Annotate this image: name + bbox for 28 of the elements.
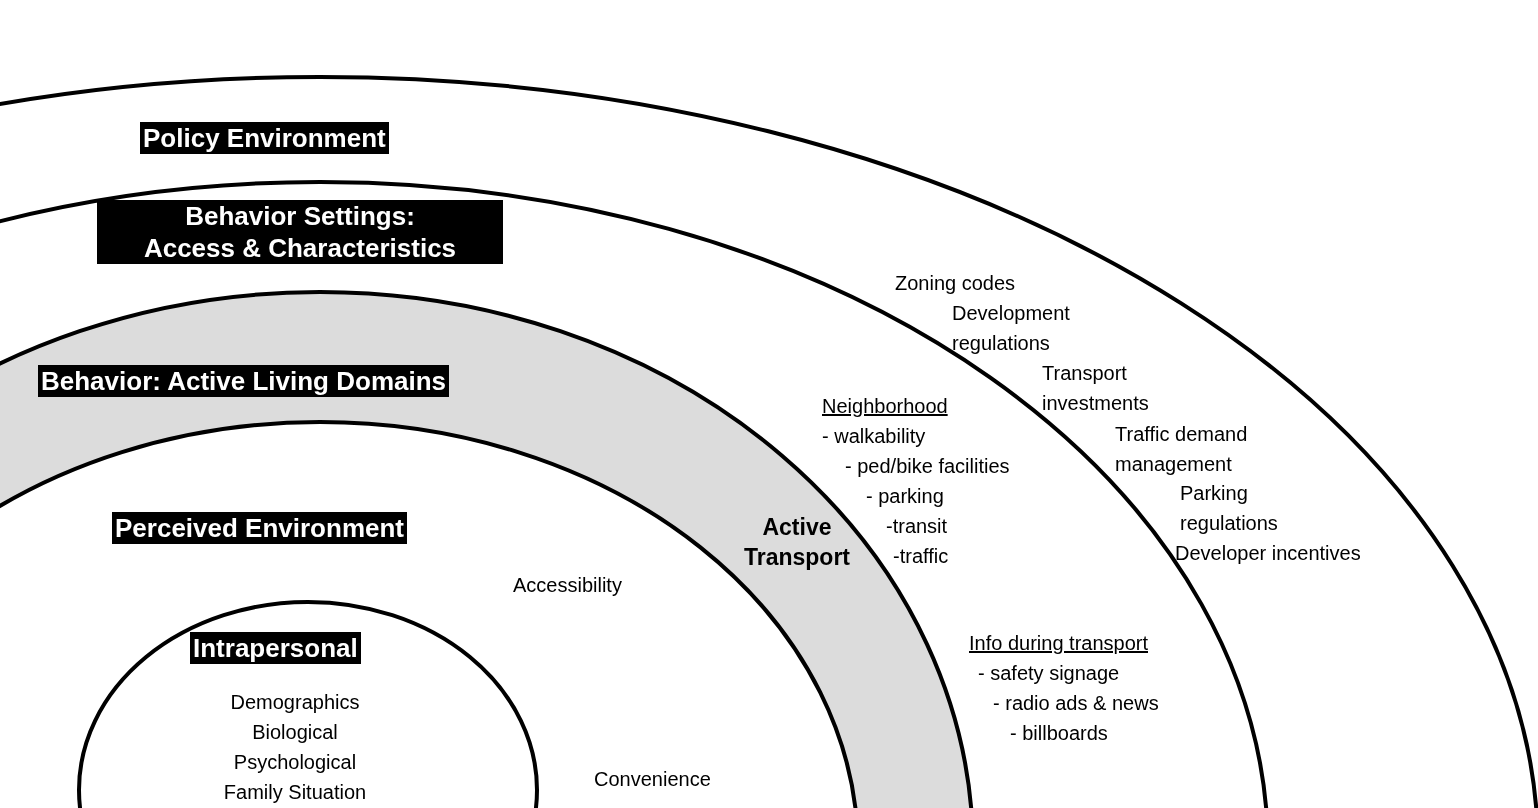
- list-item: Biological: [251, 720, 339, 745]
- band-heading: Perceived Environment: [112, 512, 407, 544]
- band-heading: Intrapersonal: [190, 632, 361, 664]
- list-item: - safety signage: [978, 661, 1120, 686]
- list-heading: Info during transport: [969, 631, 1148, 656]
- list-item: -transit: [886, 514, 948, 539]
- list-item: Developer incentives: [1175, 541, 1361, 566]
- list-item: - ped/bike facilities: [845, 454, 1010, 479]
- list-item: Traffic demand management: [1115, 422, 1249, 477]
- list-item: - radio ads & news: [993, 691, 1159, 716]
- list-item: - walkability: [822, 424, 926, 449]
- list-item: Development regulations: [952, 301, 1071, 356]
- list-item: Accessibility: [513, 573, 622, 598]
- list-item: Family Situation: [222, 780, 368, 805]
- domain-label: Active Transport: [742, 513, 852, 572]
- list-item: Parking regulations: [1180, 481, 1279, 536]
- band-heading: Policy Environment: [140, 122, 389, 154]
- band-heading: Behavior Settings: Access & Characteristics: [97, 200, 503, 264]
- list-item: Transport investments: [1042, 361, 1150, 416]
- list-item: Convenience: [594, 767, 711, 792]
- list-item: Zoning codes: [895, 271, 1016, 296]
- list-item: Demographics: [229, 690, 361, 715]
- band-heading: Behavior: Active Living Domains: [38, 365, 450, 397]
- list-item: - parking: [866, 484, 944, 509]
- list-item: Psychological: [232, 750, 358, 775]
- list-item: -traffic: [893, 544, 949, 569]
- list-heading: Neighborhood: [822, 394, 948, 419]
- list-item: - billboards: [1010, 721, 1108, 746]
